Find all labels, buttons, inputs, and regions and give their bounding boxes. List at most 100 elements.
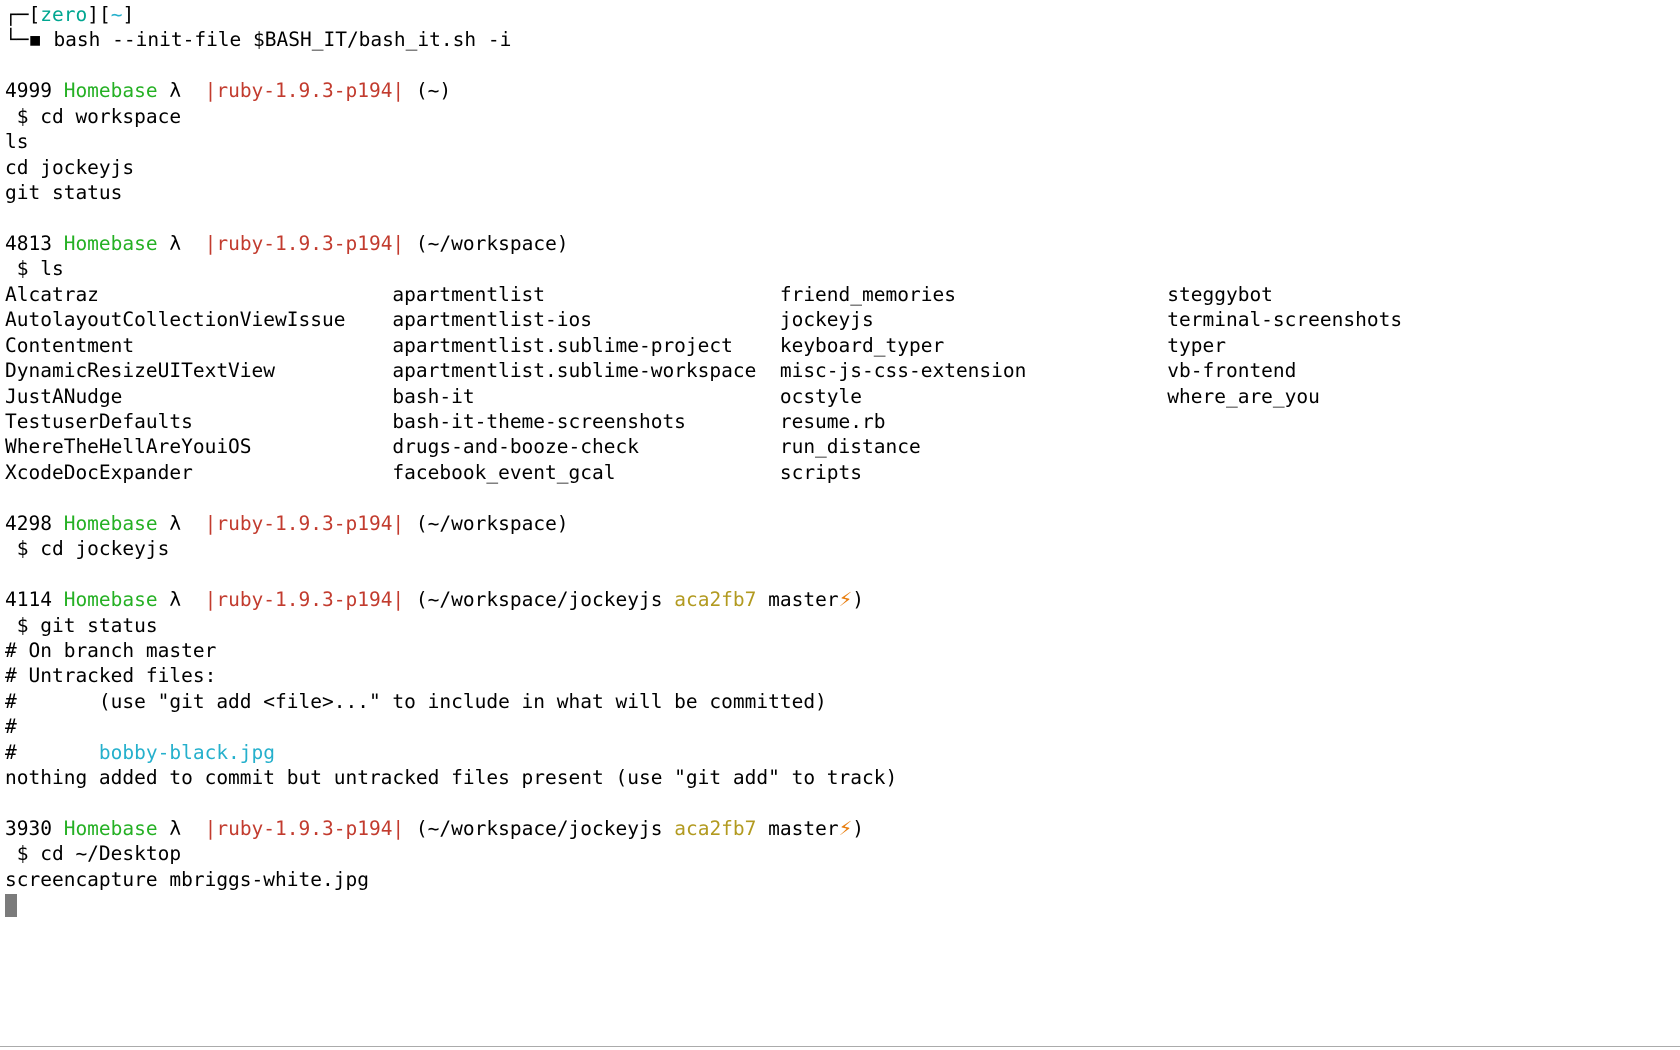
cwd: (~/workspace) — [404, 231, 569, 255]
prompt-line: 3930 Homebase λ |ruby-1.9.3-p194| (~/wor… — [5, 816, 1680, 841]
ls-entries: Contentment apartmentlist.sublime-projec… — [5, 333, 1226, 357]
prompt-line: 4114 Homebase λ |ruby-1.9.3-p194| (~/wor… — [5, 587, 1680, 612]
window-bottom-edge — [0, 1046, 1680, 1047]
ls-entries: DynamicResizeUITextView apartmentlist.su… — [5, 359, 1297, 383]
terminal-text-segment: ] — [122, 3, 135, 26]
cwd: (~/workspace/jockeyjs — [404, 817, 675, 840]
terminal-text-segment: # Untracked files: — [5, 664, 217, 688]
history-number: 4999 — [5, 79, 64, 103]
init-command-line: └─▪ bash --init-file $BASH_IT/bash_it.sh… — [5, 27, 1680, 52]
session-path: ~ — [110, 3, 123, 26]
lambda-icon: λ — [157, 511, 182, 535]
ls-entries: TestuserDefaults bash-it-theme-screensho… — [5, 410, 886, 433]
terminal-text-segment — [181, 817, 204, 840]
cwd: (~/workspace) — [404, 511, 569, 535]
terminal-text-segment: ) — [852, 817, 865, 840]
prompt-line: 4813 Homebase λ |ruby-1.9.3-p194| (~/wor… — [5, 231, 1680, 256]
prompt-bullet-icon: ▪ — [28, 28, 42, 52]
prompt-host: Homebase — [63, 79, 158, 103]
terminal-text-segment: # (use "git add <file>..." to include in… — [5, 689, 827, 713]
command-line: ls — [5, 129, 1680, 154]
ruby-version: |ruby-1.9.3-p194| — [204, 817, 405, 840]
command: $ cd ~/Desktop — [5, 842, 182, 866]
ls-output-row: XcodeDocExpander facebook_event_gcal scr… — [5, 460, 1680, 485]
terminal-text-segment — [181, 232, 204, 255]
git-status-line: nothing added to commit but untracked fi… — [5, 765, 1680, 790]
command-line: screencapture mbriggs-white.jpg — [5, 867, 1680, 892]
terminal-text-segment: nothing added to commit but untracked fi… — [5, 766, 898, 790]
command-line: git status — [5, 180, 1680, 205]
ls-output-row: WhereTheHellAreYouiOS drugs-and-booze-ch… — [5, 434, 1680, 459]
prompt-host: Homebase — [63, 231, 158, 255]
git-status-line: # On branch master — [5, 638, 1680, 663]
blank-line — [5, 485, 1680, 510]
lambda-icon: λ — [157, 588, 182, 612]
command-line: cd jockeyjs — [5, 155, 1680, 180]
terminal-text-segment — [181, 588, 204, 611]
dirty-lightning-icon: ⚡ — [838, 817, 853, 840]
init-command: bash --init-file $BASH_IT/bash_it.sh -i — [41, 28, 512, 52]
ls-entries: XcodeDocExpander facebook_event_gcal scr… — [5, 460, 863, 484]
command: $ cd workspace — [5, 104, 182, 128]
git-sha: aca2fb7 — [674, 817, 757, 840]
command: $ cd jockeyjs — [5, 537, 170, 561]
command-line: $ cd workspace — [5, 104, 1680, 129]
terminal-text-segment: ) — [852, 588, 865, 612]
command-line: $ cd jockeyjs — [5, 536, 1680, 561]
ls-output-row: AutolayoutCollectionViewIssue apartmentl… — [5, 307, 1680, 332]
history-number: 4114 — [5, 588, 64, 612]
ls-entries: AutolayoutCollectionViewIssue apartmentl… — [5, 308, 1403, 332]
command-line: $ git status — [5, 613, 1680, 638]
prompt-host: Homebase — [63, 588, 158, 612]
ls-entries: Alcatraz apartmentlist friend_memories s… — [5, 282, 1273, 306]
ls-output-row: JustANudge bash-it ocstyle where_are_you — [5, 384, 1680, 409]
ls-output-row: TestuserDefaults bash-it-theme-screensho… — [5, 409, 1680, 434]
untracked-file: bobby-black.jpg — [98, 740, 276, 764]
ls-entries: JustANudge bash-it ocstyle where_are_you — [5, 384, 1320, 408]
git-branch: master — [756, 588, 839, 612]
blank-line — [5, 206, 1680, 231]
terminal-text-segment: # On branch master — [5, 638, 217, 662]
blank-line — [5, 53, 1680, 78]
prompt-box-top: ┌─[zero][~] — [5, 2, 1680, 27]
prompt-line: 4298 Homebase λ |ruby-1.9.3-p194| (~/wor… — [5, 511, 1680, 536]
ruby-version: |ruby-1.9.3-p194| — [204, 588, 405, 612]
history-number: 4813 — [5, 231, 64, 255]
cursor — [5, 894, 17, 918]
lambda-icon: λ — [157, 231, 182, 255]
ruby-version: |ruby-1.9.3-p194| — [204, 231, 405, 255]
history-number: 3930 — [5, 817, 64, 840]
command: cd jockeyjs — [5, 155, 135, 179]
command-line: $ cd ~/Desktop — [5, 841, 1680, 866]
terminal-text-segment: # — [5, 715, 17, 739]
prompt-line: 4999 Homebase λ |ruby-1.9.3-p194| (~) — [5, 78, 1680, 103]
terminal-text-segment: └─ — [5, 28, 29, 52]
git-status-line: # (use "git add <file>..." to include in… — [5, 689, 1680, 714]
git-branch: master — [756, 817, 839, 840]
cursor-line — [5, 892, 1680, 918]
command-line: $ ls — [5, 256, 1680, 281]
dirty-lightning-icon: ⚡ — [838, 588, 853, 612]
history-number: 4298 — [5, 511, 64, 535]
blank-line — [5, 562, 1680, 587]
terminal-text-segment — [181, 512, 204, 535]
command: $ ls — [5, 257, 64, 281]
terminal-text-segment: ┌─[ — [5, 3, 41, 26]
lambda-icon: λ — [157, 79, 182, 103]
prompt-host: Homebase — [63, 511, 158, 535]
ls-output-row: Alcatraz apartmentlist friend_memories s… — [5, 282, 1680, 307]
terminal-text-segment: ][ — [87, 3, 111, 26]
ruby-version: |ruby-1.9.3-p194| — [204, 511, 405, 535]
git-status-line: # bobby-black.jpg — [5, 740, 1680, 765]
cwd: (~/workspace/jockeyjs — [404, 588, 675, 612]
git-status-line: # — [5, 714, 1680, 739]
command: $ git status — [5, 613, 158, 637]
ls-output-row: DynamicResizeUITextView apartmentlist.su… — [5, 358, 1680, 383]
terminal-text-segment — [181, 79, 204, 102]
ls-output-row: Contentment apartmentlist.sublime-projec… — [5, 333, 1680, 358]
ls-entries: WhereTheHellAreYouiOS drugs-and-booze-ch… — [5, 435, 921, 459]
lambda-icon: λ — [157, 817, 182, 840]
git-status-line: # Untracked files: — [5, 663, 1680, 688]
command: screencapture mbriggs-white.jpg — [5, 867, 369, 891]
